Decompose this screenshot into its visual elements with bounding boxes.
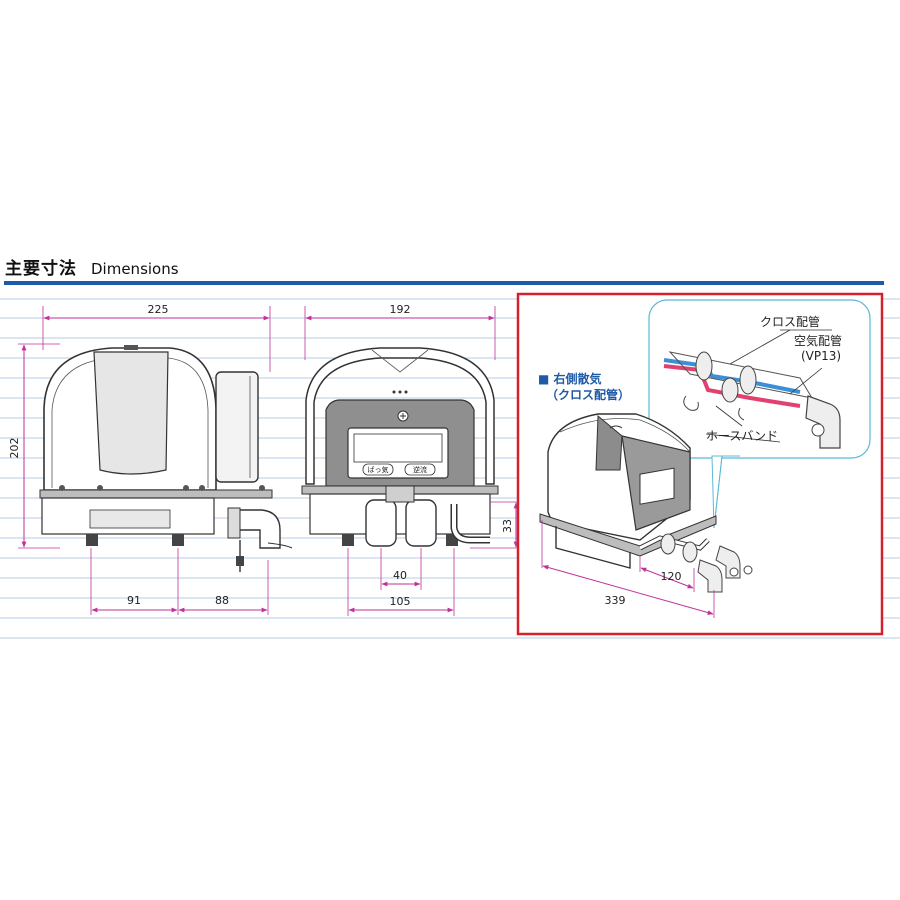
front-width-dim: 192 bbox=[390, 303, 411, 316]
side-width-dim: 225 bbox=[148, 303, 169, 316]
front-outlet-height-dim: 33 bbox=[501, 519, 514, 533]
cross-pipe-detail bbox=[663, 351, 841, 449]
side-right-base-dim: 88 bbox=[215, 594, 229, 607]
callout-hose-band: ホースバンド bbox=[706, 429, 778, 443]
side-view: 225 202 91 8 bbox=[8, 303, 293, 615]
blower-iso bbox=[539, 413, 753, 593]
panel-label-aeration: ばっ気 bbox=[368, 465, 389, 474]
side-height-dim: 202 bbox=[8, 438, 21, 459]
panel-label-backflow: 逆流 bbox=[413, 465, 427, 474]
front-outlet-pitch-dim: 40 bbox=[393, 569, 407, 582]
section-title-en: Dimensions bbox=[91, 260, 179, 278]
side-left-base-dim: 91 bbox=[127, 594, 141, 607]
section-heading: 主要寸法 Dimensions bbox=[5, 254, 179, 282]
front-outlet-span-dim: 105 bbox=[390, 595, 411, 608]
front-view: 192 ばっ気 逆流 33 bbox=[301, 303, 522, 616]
section-title-jp: 主要寸法 bbox=[5, 259, 77, 279]
iso-view: クロス配管 空気配管 (VP13) ホースバンド ■ 右側散気 （クロス配管） bbox=[516, 292, 884, 636]
iso-pipe-dim: 120 bbox=[661, 570, 682, 583]
heading-underline bbox=[4, 281, 884, 285]
callout-air-pipe-label: 空気配管 bbox=[794, 333, 842, 348]
iso-depth-dim: 339 bbox=[605, 594, 626, 607]
iso-view-title: ■ 右側散気 bbox=[538, 371, 602, 386]
callout-air-pipe-spec: (VP13) bbox=[801, 349, 841, 363]
callout-cross-pipe: クロス配管 bbox=[760, 314, 820, 329]
iso-view-subtitle: （クロス配管） bbox=[546, 387, 630, 402]
